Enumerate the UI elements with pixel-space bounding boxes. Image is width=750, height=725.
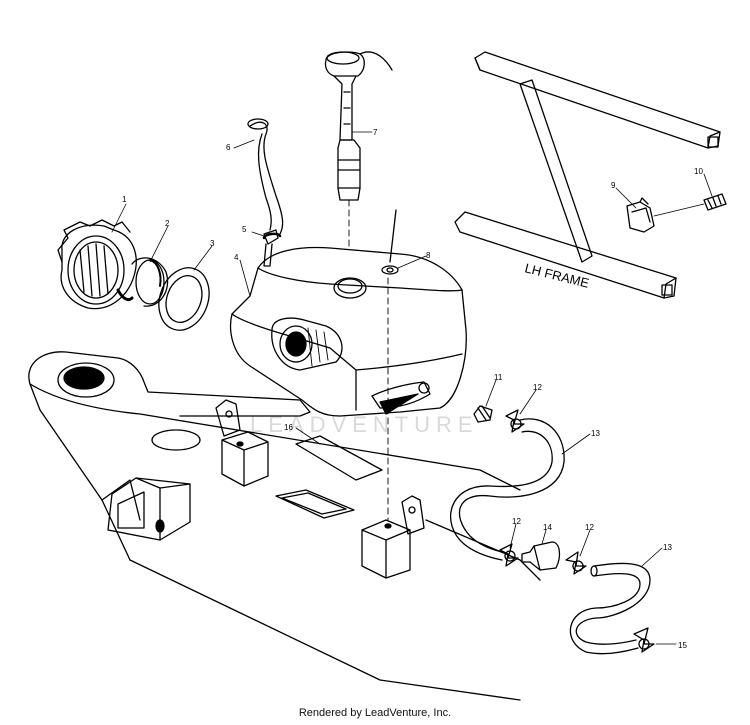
lh-frame: [454, 51, 721, 299]
bracket-clip: [626, 197, 655, 233]
hose-clamp-lower-left: [499, 543, 519, 567]
footer-credit: Rendered by LeadVenture, Inc.: [298, 707, 452, 719]
callouts: 1 2 3 4 5 6 7 8 9 10 11 12 12 12 13 13 1…: [122, 128, 703, 650]
callout-14: 14: [543, 523, 552, 532]
callout-12-upper: 12: [533, 383, 542, 392]
callout-11: 11: [494, 373, 503, 382]
screw: [703, 193, 727, 211]
callout-1: 1: [122, 195, 127, 204]
leader-lines: [111, 131, 713, 645]
fuel-sender: [324, 51, 393, 201]
vent-fitting: [262, 229, 282, 267]
vent-hose: [247, 118, 284, 235]
lh-frame-label: LH FRAME: [523, 260, 591, 291]
callout-7: 7: [373, 128, 378, 137]
hose-clamp-lower-right: [565, 551, 587, 575]
inline-filter: [521, 541, 561, 571]
callout-10: 10: [694, 167, 703, 176]
pad: [295, 435, 383, 481]
callout-3: 3: [210, 239, 215, 248]
callout-5: 5: [242, 225, 247, 234]
callout-13-lower: 13: [663, 543, 672, 552]
callout-13-upper: 13: [591, 429, 600, 438]
outlet-fitting: [473, 405, 493, 423]
mount-bracket-left: [215, 399, 269, 487]
callout-8: 8: [426, 251, 431, 260]
callout-15: 15: [678, 641, 687, 650]
filler-neck: [131, 257, 169, 307]
fuel-hose-lower: [569, 562, 651, 655]
callout-16: 16: [284, 423, 293, 432]
callout-12-lower-right: 12: [585, 523, 594, 532]
grommet-rod: [381, 209, 399, 275]
callout-6: 6: [226, 143, 231, 152]
hose-clamp-upper: [505, 409, 525, 433]
fuel-hose-upper: [449, 418, 565, 561]
mount-bracket-right: [361, 495, 425, 579]
fuel-tank: [229, 246, 467, 417]
callout-2: 2: [165, 219, 170, 228]
fuel-cap: [57, 219, 137, 310]
chassis-beam: [28, 351, 541, 701]
callout-9: 9: [611, 181, 616, 190]
hose-clamp-end: [633, 627, 655, 653]
callout-12-lower-left: 12: [512, 517, 521, 526]
callout-4: 4: [234, 253, 239, 262]
